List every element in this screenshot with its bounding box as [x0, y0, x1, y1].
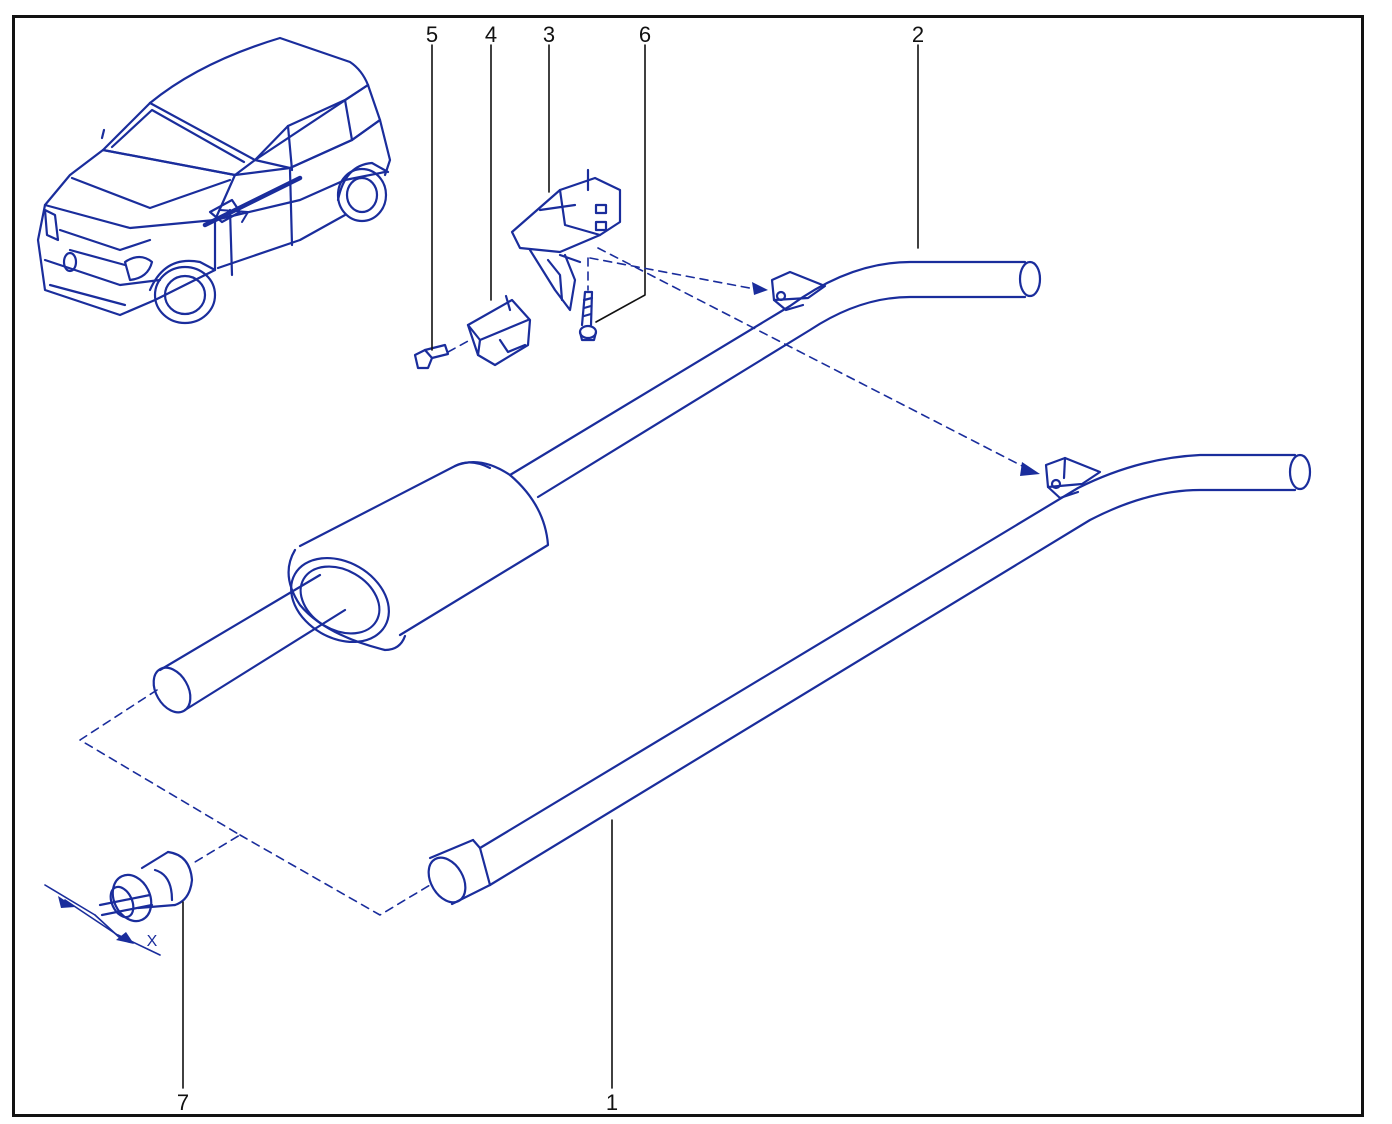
label-part-7: 7: [177, 1090, 189, 1115]
rubber-mount-4: [466, 294, 532, 367]
diagram-frame: [12, 15, 1364, 1117]
clamp-sleeve-7: [98, 850, 194, 923]
label-part-1: 1: [606, 1090, 618, 1115]
dimension-x-lines: [44, 884, 161, 956]
screw-6: [578, 290, 598, 342]
car-illustration: [36, 36, 392, 325]
hanger-clamp-3: [510, 168, 622, 312]
label-part-4: 4: [485, 22, 497, 47]
assembly-dashed-lines: [79, 247, 1031, 916]
silencer-pipe-assembly-2: [152, 260, 1042, 714]
bolt-5: [413, 343, 450, 370]
part-labels: 5 4 3 6 2 1 7 X: [147, 22, 924, 1115]
label-part-5: 5: [426, 22, 438, 47]
label-part-3: 3: [543, 22, 555, 47]
tailpipe-assembly-1: [427, 453, 1312, 906]
assembly-arrows: [58, 282, 1040, 944]
leader-lines: [182, 44, 919, 1089]
label-part-6: 6: [639, 22, 651, 47]
label-dimension-x: X: [147, 933, 158, 950]
label-part-2: 2: [912, 22, 924, 47]
